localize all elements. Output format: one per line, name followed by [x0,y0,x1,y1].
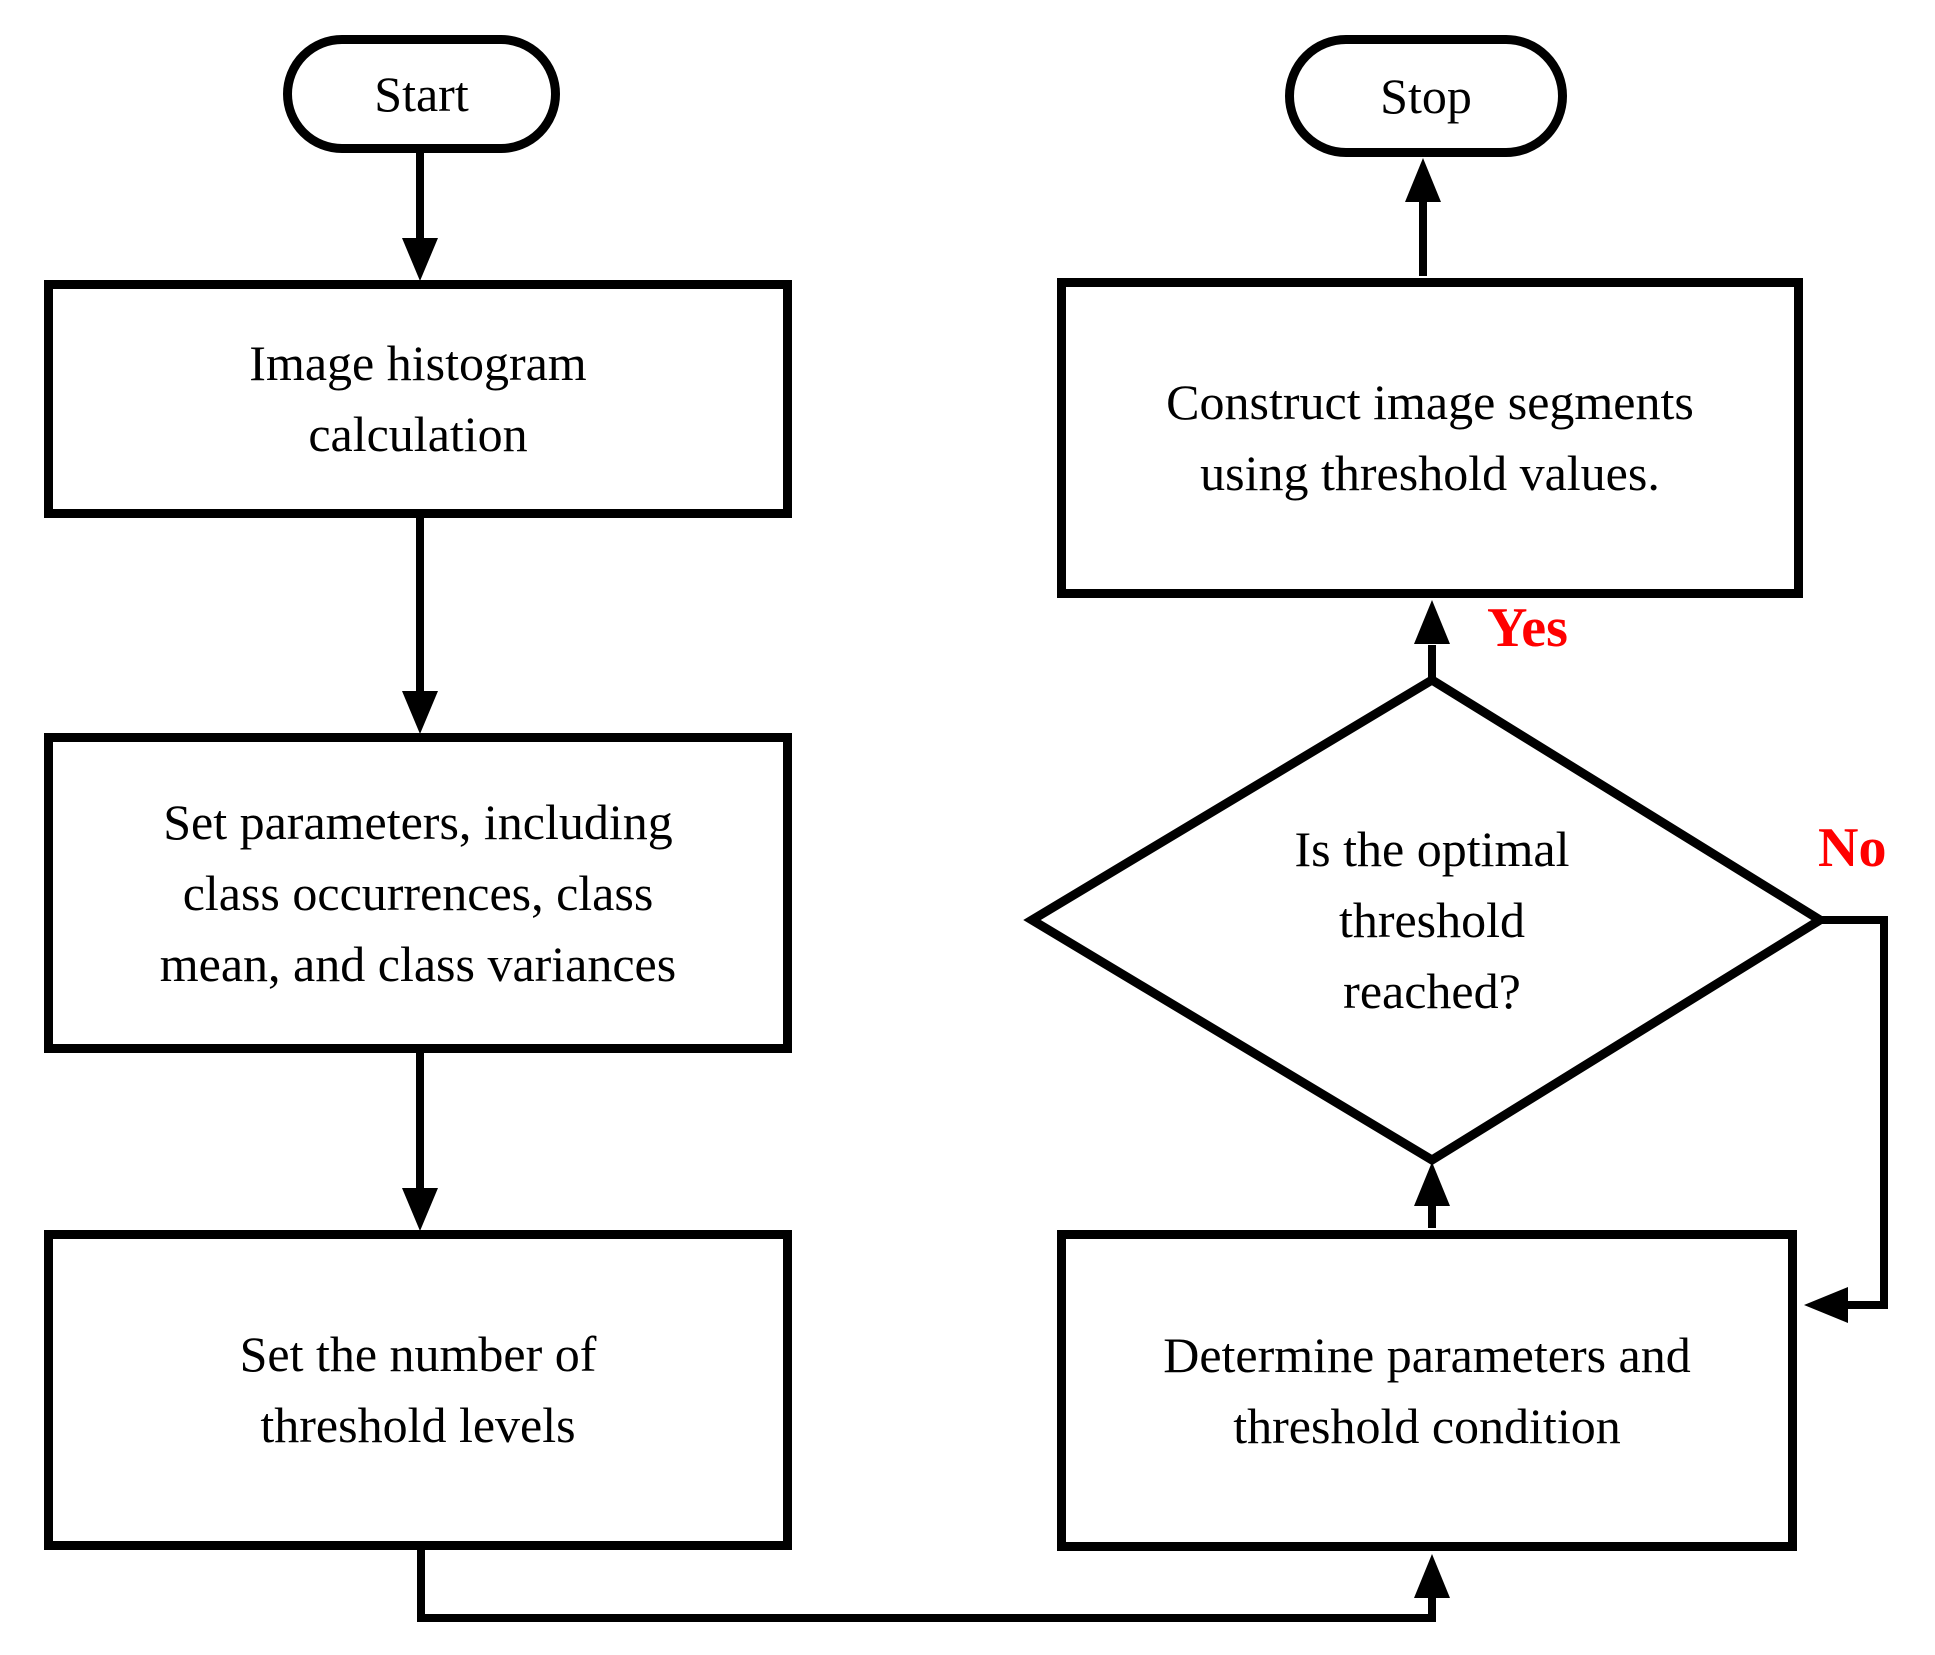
process-construct-segments: Construct image segments using threshold… [1057,278,1803,598]
yes-branch-label: Yes [1487,597,1568,659]
arrowhead-decision-yes [1414,600,1450,644]
process-determine-parameters-label: Determine parameters and threshold condi… [1163,1326,1691,1454]
arrowhead-determine-to-decision [1414,1162,1450,1206]
arrowhead-histogram-to-parameters [402,691,438,734]
arrowhead-start-to-histogram [402,238,438,281]
arrowhead-decision-no [1804,1287,1848,1323]
edge-decision-no [1820,916,1888,1309]
start-label: Start [374,65,469,122]
decision-optimal-threshold: Is the optimal threshold reached? [1132,770,1732,1070]
process-image-histogram-label: Image histogram calculation [249,335,587,462]
process-set-threshold-levels: Set the number of threshold levels [44,1230,792,1550]
edge-levels-to-determine [417,1550,1436,1622]
process-set-threshold-levels-label: Set the number of threshold levels [239,1326,597,1453]
arrowhead-parameters-to-levels [402,1188,438,1231]
decision-diamond-shape [1023,674,1829,1166]
arrowhead-construct-to-stop [1405,158,1441,202]
start-terminator: Start [283,35,560,153]
process-image-histogram: Image histogram calculation [44,280,792,518]
process-determine-parameters: Determine parameters and threshold condi… [1057,1230,1797,1551]
process-set-parameters-label: Set parameters, including class occurren… [159,793,677,992]
arrowhead-levels-to-determine [1414,1554,1450,1598]
no-branch-label: No [1818,817,1887,879]
process-construct-segments-label: Construct image segments using threshold… [1166,374,1694,501]
stop-terminator: Stop [1285,35,1567,157]
stop-label: Stop [1380,67,1472,124]
process-set-parameters: Set parameters, including class occurren… [44,733,792,1053]
decision-optimal-threshold-label: Is the optimal threshold reached? [1294,820,1570,1019]
